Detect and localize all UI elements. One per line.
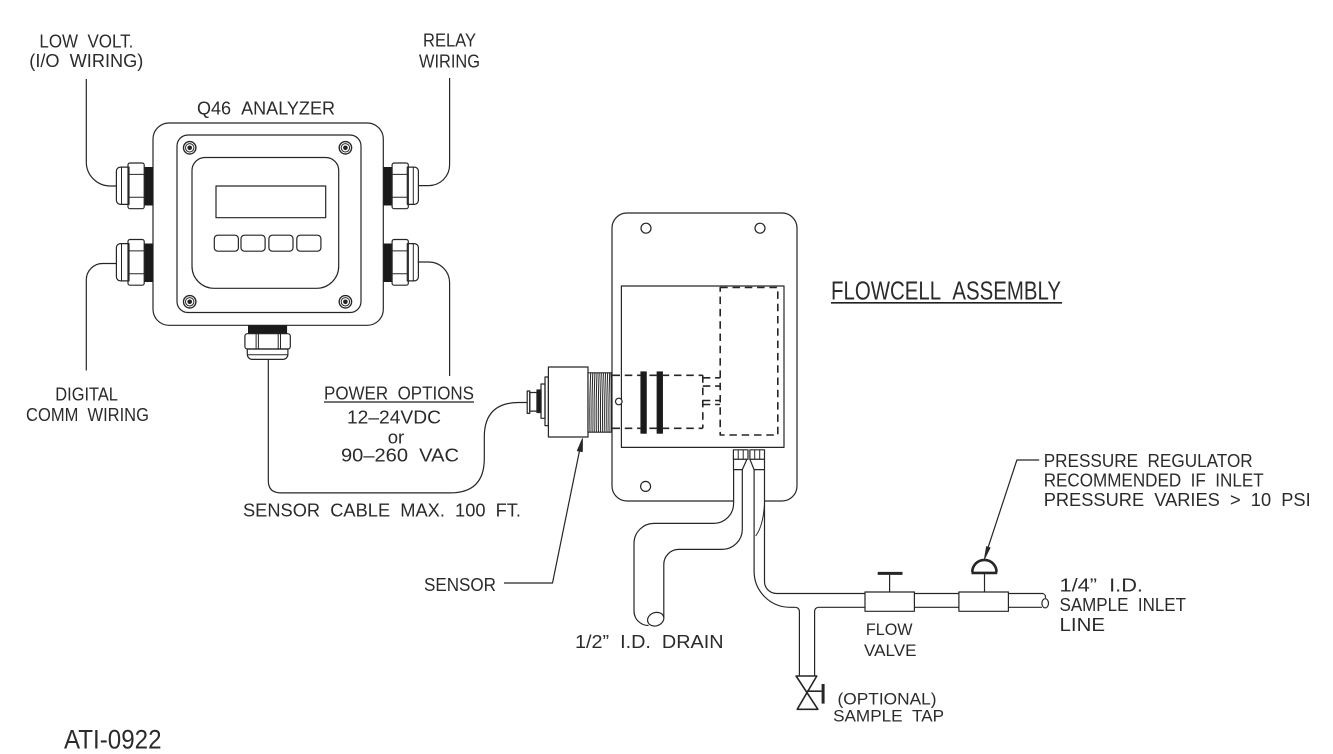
svg-text:PRESSURE REGULATOR: PRESSURE REGULATOR [1044,450,1253,471]
svg-text:SENSOR CABLE MAX. 100 FT.: SENSOR CABLE MAX. 100 FT. [243,499,521,520]
svg-text:FLOWCELL ASSEMBLY: FLOWCELL ASSEMBLY [831,277,1061,305]
svg-text:VALVE: VALVE [864,642,917,660]
svg-text:COMM WIRING: COMM WIRING [26,404,149,425]
svg-text:DIGITAL: DIGITAL [55,384,118,405]
svg-text:SENSOR: SENSOR [424,574,496,595]
svg-text:1/2” I.D. DRAIN: 1/2” I.D. DRAIN [575,631,724,652]
svg-text:Q46 ANALYZER: Q46 ANALYZER [197,98,335,119]
svg-text:PRESSURE VARIES > 10 PSI: PRESSURE VARIES > 10 PSI [1044,489,1311,510]
svg-text:ATI-0922: ATI-0922 [64,725,162,754]
svg-text:12–24VDC: 12–24VDC [347,406,441,427]
svg-text:WIRING: WIRING [419,51,480,72]
svg-text:LOW VOLT.: LOW VOLT. [39,30,133,51]
svg-text:or: or [388,427,404,448]
svg-text:LINE: LINE [1060,614,1106,635]
svg-text:90–260 VAC: 90–260 VAC [341,444,459,465]
svg-text:FLOW: FLOW [866,621,913,639]
svg-text:POWER OPTIONS: POWER OPTIONS [324,382,474,403]
svg-text:1/4” I.D.: 1/4” I.D. [1060,574,1144,595]
svg-text:SAMPLE TAP: SAMPLE TAP [833,708,944,726]
svg-text:SAMPLE INLET: SAMPLE INLET [1060,594,1187,615]
svg-text:RELAY: RELAY [423,30,476,51]
svg-text:(OPTIONAL): (OPTIONAL) [838,691,937,709]
svg-text:(I/O WIRING): (I/O WIRING) [29,50,143,71]
svg-text:RECOMMENDED IF INLET: RECOMMENDED IF INLET [1044,469,1264,490]
